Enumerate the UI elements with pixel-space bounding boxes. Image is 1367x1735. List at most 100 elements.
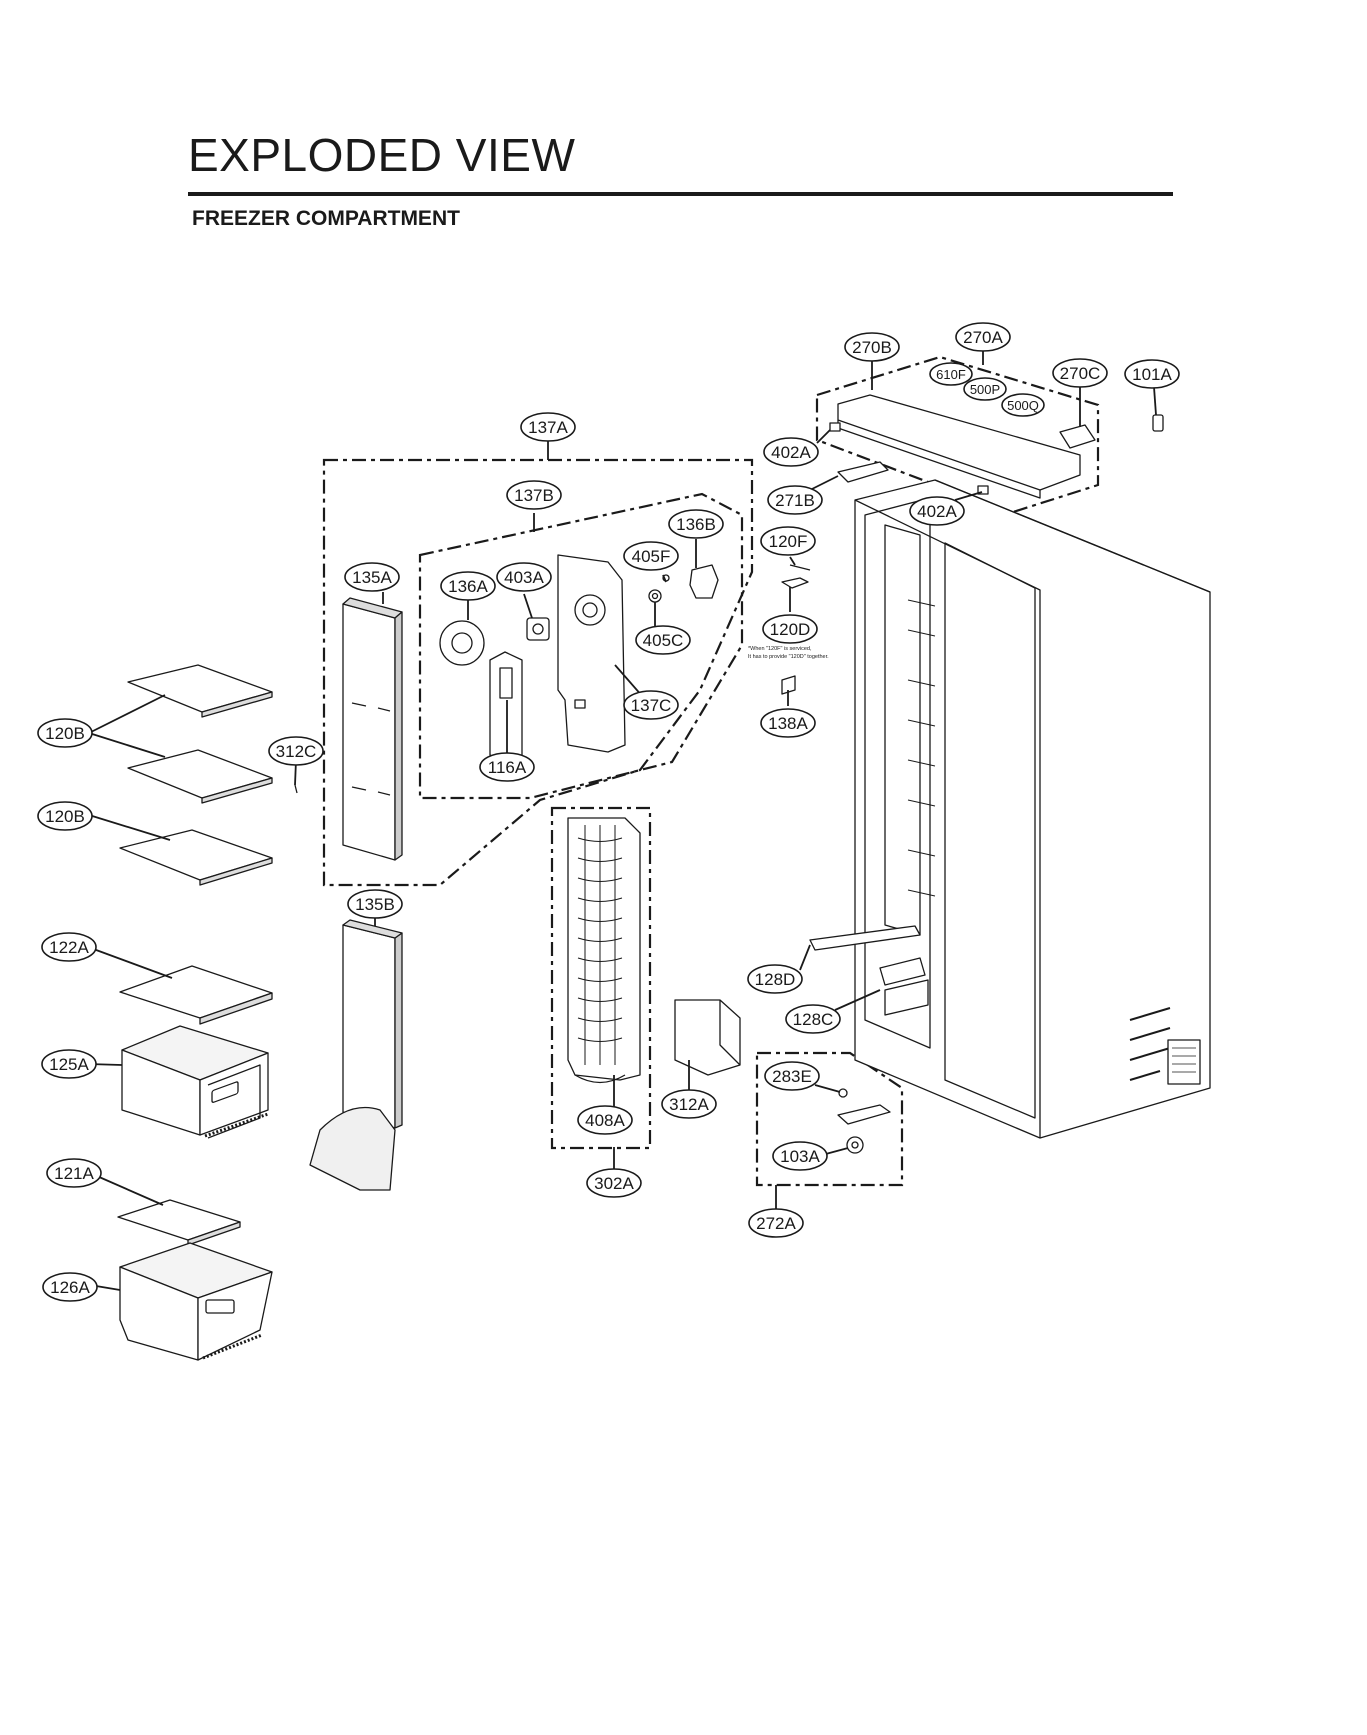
service-note: *When "120F" is serviced, It has to prov… xyxy=(748,646,829,660)
callout-120f: 120F xyxy=(760,526,816,556)
screw-312c xyxy=(294,784,298,794)
svg-text:271B: 271B xyxy=(775,491,815,510)
svg-text:402A: 402A xyxy=(771,443,811,462)
part-138a xyxy=(781,675,796,695)
callout-402a-left: 402A xyxy=(763,437,819,467)
svg-text:120D: 120D xyxy=(770,620,811,639)
shelf-121a xyxy=(117,1199,241,1246)
callout-136b: 136B xyxy=(668,509,724,539)
callout-120b-low: 120B xyxy=(37,801,93,831)
part-120f xyxy=(789,564,811,571)
hinge-271b xyxy=(837,461,889,483)
callout-138a: 138A xyxy=(760,708,816,738)
svg-text:101A: 101A xyxy=(1132,365,1172,384)
svg-text:270A: 270A xyxy=(963,328,1003,347)
svg-text:403A: 403A xyxy=(504,568,544,587)
callout-271b: 271B xyxy=(767,485,823,515)
part-120d xyxy=(781,577,809,589)
washer-405c xyxy=(648,589,662,603)
svg-text:270B: 270B xyxy=(852,338,892,357)
svg-text:270C: 270C xyxy=(1060,364,1101,383)
svg-text:103A: 103A xyxy=(780,1147,820,1166)
svg-text:120F: 120F xyxy=(769,532,808,551)
rail-128d xyxy=(809,925,921,951)
svg-text:120B: 120B xyxy=(45,724,85,743)
panel-135a xyxy=(342,597,403,861)
bracket-128c xyxy=(879,957,929,1016)
fan-136a xyxy=(439,620,485,666)
service-note-line1: *When "120F" is serviced, xyxy=(748,646,812,652)
callout-270b: 270B xyxy=(844,332,900,362)
callout-302a: 302A xyxy=(586,1168,642,1198)
svg-text:405C: 405C xyxy=(643,631,684,650)
callouts: 270A 270B 610F 500P 500Q 270C 101A 402A … xyxy=(37,322,1180,1302)
callout-126a: 126A xyxy=(42,1272,98,1302)
damper-136b xyxy=(689,564,719,599)
shelf-120b-top xyxy=(127,664,273,718)
callout-610f: 610F xyxy=(929,362,973,386)
callout-120b-top: 120B xyxy=(37,718,93,748)
outline-270a xyxy=(815,355,1100,515)
shelf-120b-low xyxy=(119,829,273,886)
part-drawings xyxy=(117,394,1211,1361)
motor-403a xyxy=(526,617,550,641)
callout-125a: 125A xyxy=(41,1049,97,1079)
callout-405f: 405F xyxy=(623,541,679,571)
callout-272a: 272A xyxy=(748,1208,804,1238)
shelf-120b-mid xyxy=(127,749,273,804)
service-note-line2: It has to provide "120D" together. xyxy=(748,654,829,660)
svg-text:312A: 312A xyxy=(669,1095,709,1114)
callout-103a: 103A xyxy=(772,1141,828,1171)
svg-text:136B: 136B xyxy=(676,515,716,534)
svg-text:128D: 128D xyxy=(755,970,796,989)
outline-272a xyxy=(755,1051,904,1187)
callout-136a: 136A xyxy=(440,571,496,601)
cover-137c xyxy=(557,554,626,753)
shelf-122a xyxy=(119,965,273,1025)
evaporator-302a xyxy=(567,817,641,1084)
svg-text:610F: 610F xyxy=(936,367,966,382)
svg-text:137B: 137B xyxy=(514,486,554,505)
callout-283e: 283E xyxy=(764,1061,820,1091)
cover-270a xyxy=(837,394,1081,499)
part-101a xyxy=(1152,414,1164,432)
callout-101a: 101A xyxy=(1124,359,1180,389)
page-subtitle: FREEZER COMPARTMENT xyxy=(192,207,460,230)
group-outlines xyxy=(322,355,1100,1187)
callout-122a: 122A xyxy=(41,932,97,962)
drawer-125a xyxy=(121,1025,269,1139)
svg-text:500P: 500P xyxy=(970,382,1000,397)
title-divider xyxy=(188,192,1173,196)
svg-text:500Q: 500Q xyxy=(1007,398,1039,413)
callout-405c: 405C xyxy=(635,625,691,655)
svg-text:126A: 126A xyxy=(50,1278,90,1297)
drawer-126a xyxy=(119,1242,273,1361)
callout-500p: 500P xyxy=(963,377,1007,401)
callout-121a: 121A xyxy=(46,1158,102,1188)
callout-312c: 312C xyxy=(268,736,324,766)
svg-text:122A: 122A xyxy=(49,938,89,957)
callout-312a: 312A xyxy=(661,1089,717,1119)
callout-408a: 408A xyxy=(577,1105,633,1135)
svg-text:121A: 121A xyxy=(54,1164,94,1183)
callout-120d: 120D xyxy=(762,614,818,644)
screw-283e xyxy=(838,1088,848,1098)
callout-116a: 116A xyxy=(479,752,535,782)
svg-text:125A: 125A xyxy=(49,1055,89,1074)
panel-135b xyxy=(309,919,403,1191)
callout-270a: 270A xyxy=(955,322,1011,352)
outline-302a xyxy=(550,806,652,1150)
svg-text:137C: 137C xyxy=(631,696,672,715)
svg-text:137A: 137A xyxy=(528,418,568,437)
svg-text:116A: 116A xyxy=(488,758,527,777)
page-title: EXPLODED VIEW xyxy=(188,129,576,181)
bracket-116a xyxy=(489,651,523,763)
svg-text:135A: 135A xyxy=(352,568,392,587)
hinge-272a-body xyxy=(837,1104,891,1125)
refrigerator-cabinet xyxy=(854,479,1211,1139)
svg-text:138A: 138A xyxy=(768,714,808,733)
callout-403a: 403A xyxy=(496,562,552,592)
svg-text:402A: 402A xyxy=(917,502,957,521)
callout-137c: 137C xyxy=(623,690,679,720)
